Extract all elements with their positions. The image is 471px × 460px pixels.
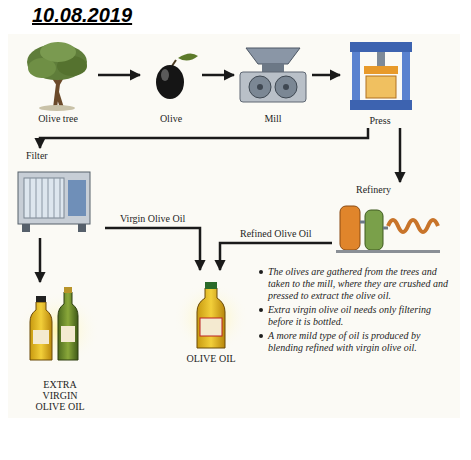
diagram-ground: [8, 34, 460, 418]
bullet-dot: [259, 270, 263, 274]
bottles-icon: [16, 287, 100, 368]
flow-arrow: [202, 74, 234, 77]
date-title: 10.08.2019: [32, 4, 132, 27]
step-node: Filter: [12, 148, 105, 238]
oil-bottle-icon: [173, 282, 249, 354]
flow-arrow: [312, 74, 340, 77]
flow-arrow: [40, 128, 368, 148]
step-label: OLIVE OIL: [186, 353, 235, 364]
olive-icon: [156, 53, 198, 99]
note-text: Extra virgin olive oil needs only filter…: [268, 304, 450, 328]
note-row: A more mild type of oil is produced by b…: [258, 330, 450, 354]
note-text: A more mild type of oil is produced by b…: [268, 330, 450, 354]
note-row: The olives are gathered from the trees a…: [258, 266, 450, 302]
step-node: Refinery: [332, 182, 446, 256]
step-label: Olive tree: [38, 113, 78, 124]
flow-arrow: [220, 243, 332, 270]
step-node: EXTRA VIRGIN OLIVE OIL: [12, 282, 108, 414]
edge-label: Virgin Olive Oil: [118, 213, 187, 224]
step-node: Olive: [140, 48, 202, 126]
step-label: EXTRA VIRGIN OLIVE OIL: [27, 379, 93, 412]
filter-icon: [18, 172, 90, 232]
flow-arrow: [399, 128, 402, 182]
step-label: Filter: [26, 150, 48, 161]
step-label: Refinery: [356, 184, 391, 195]
edge-label: Refined Olive Oil: [238, 228, 314, 239]
notes-block: The olives are gathered from the trees a…: [258, 266, 450, 356]
note-row: Extra virgin olive oil needs only filter…: [258, 304, 450, 328]
mill-icon: [240, 48, 306, 102]
step-node: Mill: [234, 42, 312, 126]
step-label: Mill: [264, 113, 281, 124]
bullet-dot: [259, 334, 263, 338]
step-node: OLIVE OIL: [166, 270, 256, 366]
flow-arrow: [105, 228, 200, 270]
step-node: Press: [340, 36, 420, 128]
tree-icon: [27, 42, 87, 111]
step-label: Press: [369, 115, 390, 126]
refinery-icon: [336, 206, 440, 253]
flow-arrow: [98, 74, 140, 77]
step-label: Olive: [160, 113, 182, 124]
step-node: Olive tree: [18, 42, 98, 126]
press-icon: [350, 42, 412, 110]
bullet-dot: [259, 308, 263, 312]
flow-arrow: [39, 238, 42, 282]
note-text: The olives are gathered from the trees a…: [268, 266, 450, 302]
